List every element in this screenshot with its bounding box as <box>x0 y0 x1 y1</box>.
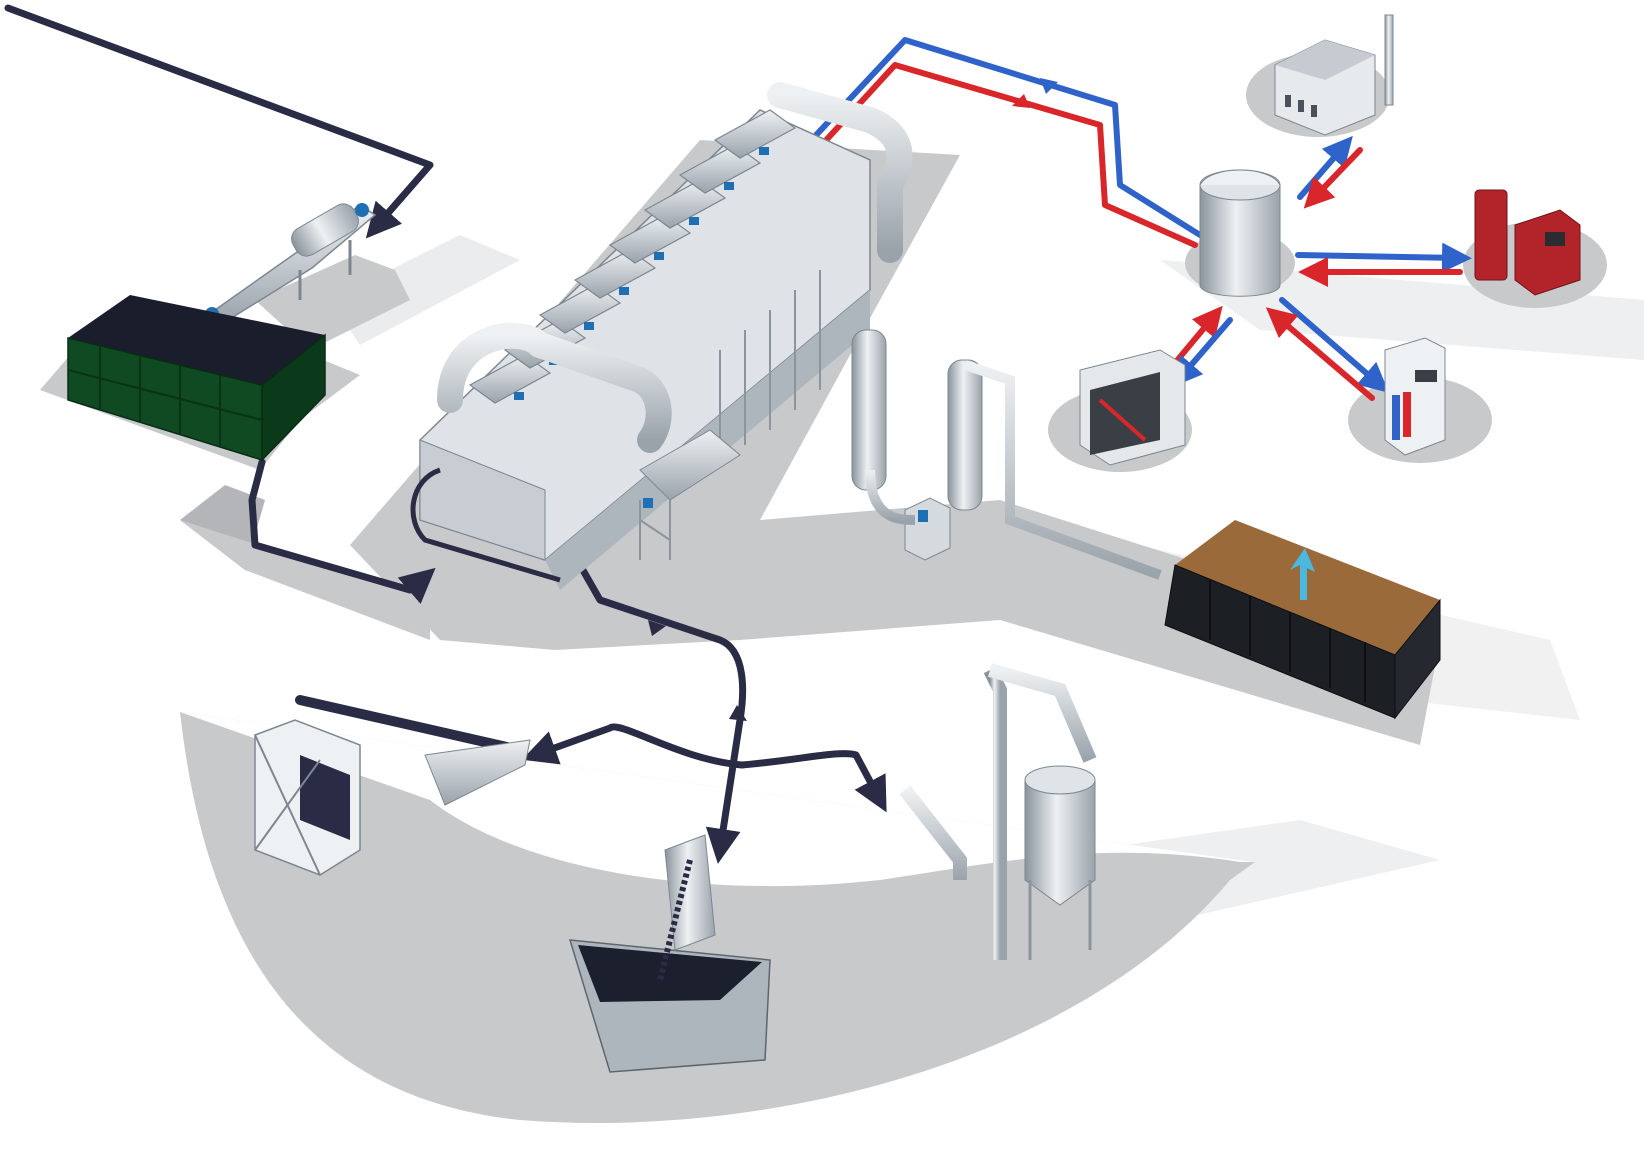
heat-exchanger-columns <box>851 329 1162 580</box>
discharge-floor <box>180 712 1255 1123</box>
gas-boiler <box>1384 337 1446 456</box>
sludge-inlet-line <box>4 4 434 239</box>
storage-silo <box>899 663 1097 960</box>
heat-line-arrows <box>1012 78 1058 108</box>
dryer-fan-modules <box>468 109 797 404</box>
silo-branch <box>738 750 887 813</box>
dried-product-container <box>1164 520 1441 720</box>
biomass-boiler <box>1474 189 1581 296</box>
flow-arrows <box>648 620 747 721</box>
big-bag-station <box>254 695 531 876</box>
heat-buffer-tank <box>1199 169 1281 297</box>
wet-sludge-container <box>67 295 326 462</box>
vapour-arrow <box>1290 548 1315 600</box>
pit-transfer-line <box>248 458 436 604</box>
belt-dryer <box>410 82 913 590</box>
heat-pump <box>1079 349 1186 466</box>
chp-plant <box>1274 14 1394 136</box>
feeder-floor <box>255 255 410 350</box>
bigbag-branch <box>521 723 746 769</box>
screw-feeder <box>205 203 377 323</box>
truck-skip-loader <box>568 834 771 1073</box>
